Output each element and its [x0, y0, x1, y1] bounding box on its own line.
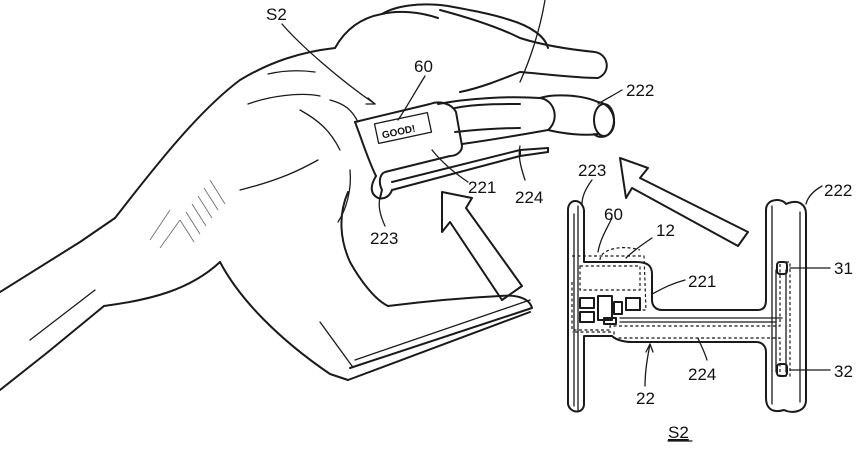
label-223-left: 223 — [370, 229, 398, 248]
label-222-top: 222 — [626, 81, 654, 100]
labels: S2 60 222 221 224 223 223 60 12 222 31 2… — [266, 5, 853, 442]
label-60-device: 60 — [604, 205, 623, 224]
label-221-top: 221 — [468, 178, 496, 197]
label-224-top: 224 — [515, 188, 543, 207]
label-32: 32 — [834, 362, 853, 381]
caption-s2: S2 — [668, 423, 689, 442]
label-22: 22 — [636, 389, 655, 408]
label-222-device: 222 — [824, 181, 852, 200]
label-12: 12 — [656, 221, 675, 240]
label-60-top: 60 — [414, 57, 433, 76]
label-221-device: 221 — [688, 272, 716, 291]
label-s2-top: S2 — [266, 5, 287, 24]
device-s2 — [568, 200, 806, 412]
hand-leaders — [282, 24, 622, 226]
label-31: 31 — [834, 259, 853, 278]
arrow-left — [442, 192, 522, 300]
arrow-right — [620, 158, 748, 246]
label-224-device: 224 — [688, 365, 716, 384]
label-223-top: 223 — [578, 161, 606, 180]
